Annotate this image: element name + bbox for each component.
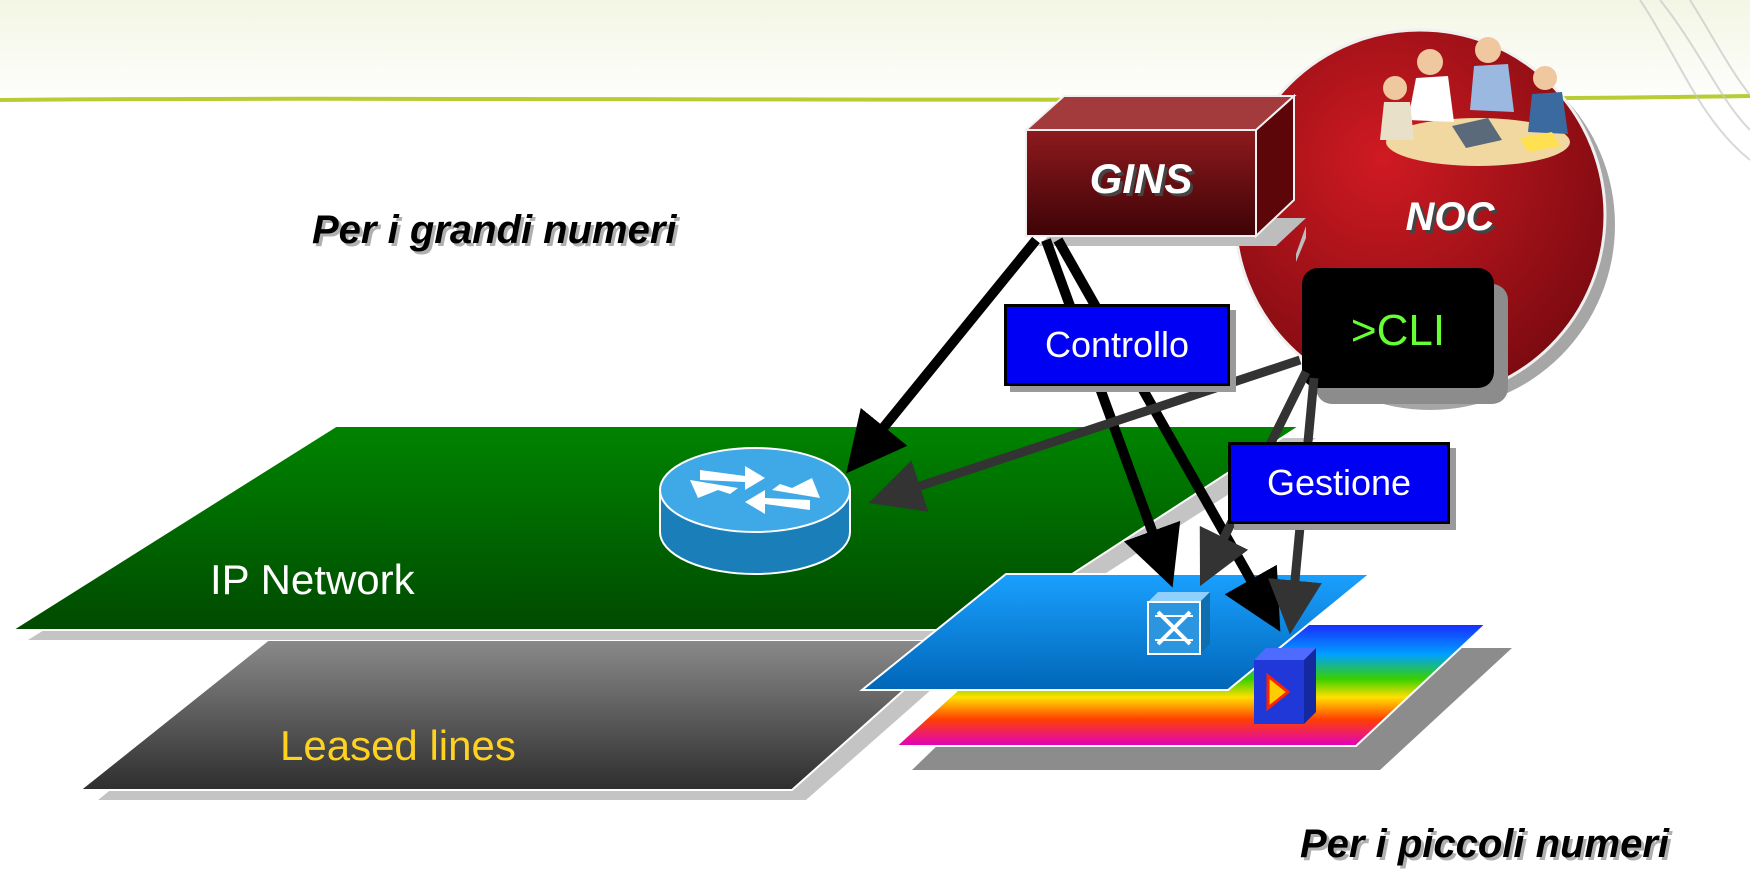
gins-label: GINS <box>1089 155 1193 202</box>
noc-label: NOC <box>1405 195 1495 239</box>
optical-device-icon <box>1254 648 1316 724</box>
arrow-cli-router <box>868 355 1302 512</box>
caption-large-scale: Per i grandi numeri <box>312 208 677 252</box>
people-clipart-icon <box>1380 37 1570 166</box>
decor-lines <box>1639 0 1750 161</box>
leased-lines-label: Leased lines <box>280 722 516 769</box>
arrow-gins-router <box>846 236 1040 474</box>
controllo-label: Controllo <box>1004 304 1230 386</box>
gins-box <box>1023 93 1306 262</box>
cli-box <box>1302 268 1508 404</box>
leased-lines-layer <box>77 639 974 800</box>
cli-label: >CLI <box>1350 306 1446 355</box>
arrow-gins-switch <box>1041 238 1181 588</box>
switch-icon <box>1147 592 1210 655</box>
gestione-label: Gestione <box>1228 442 1450 524</box>
router-icon <box>659 447 851 575</box>
ip-network-label: IP Network <box>210 556 415 603</box>
caption-small-scale: Per i piccoli numeri <box>1300 822 1670 866</box>
